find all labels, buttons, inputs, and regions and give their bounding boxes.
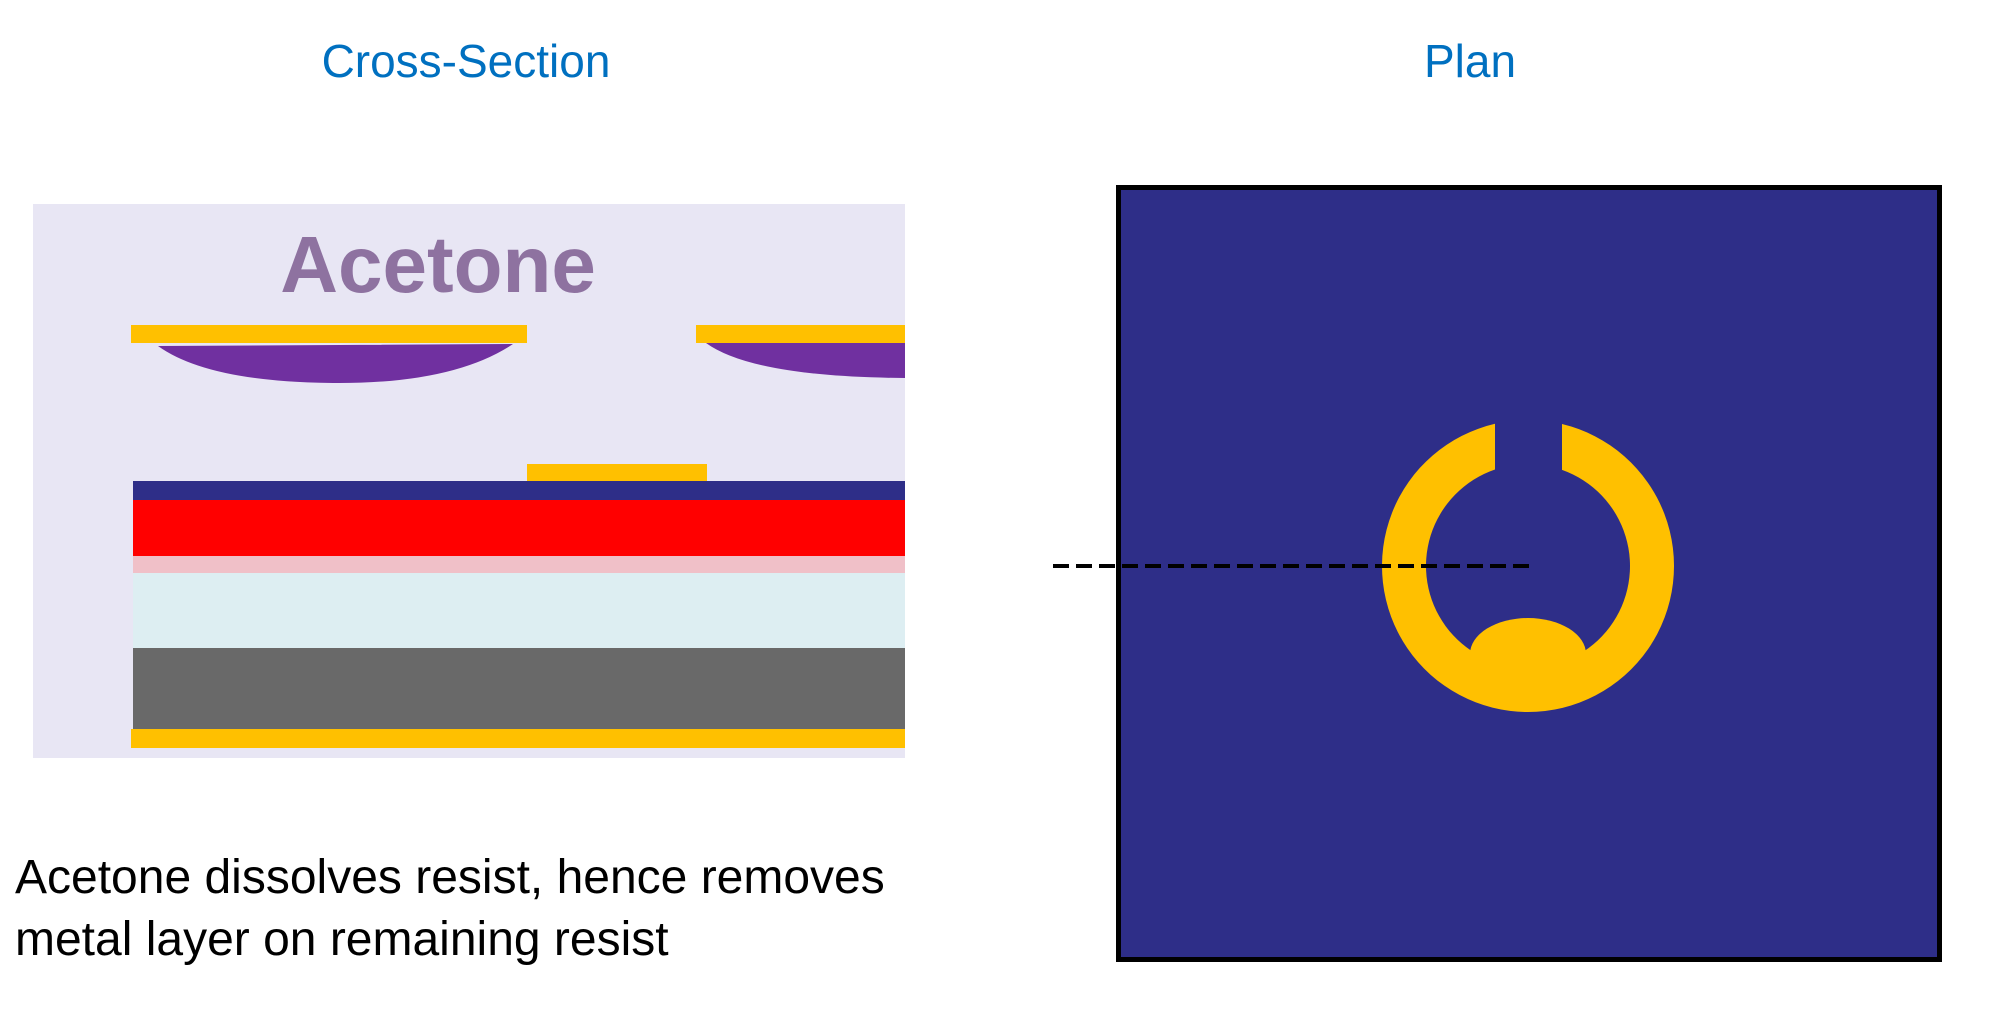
caption: Acetone dissolves resist, hence removes … (15, 847, 885, 971)
plan-chip-outline (1116, 185, 1942, 962)
resist-lens-right (706, 343, 905, 378)
layer-light-cyan (133, 573, 905, 648)
layer-passivation (133, 481, 905, 500)
ring-electrode (1381, 423, 1674, 712)
layer-substrate (133, 648, 905, 729)
cross-section-title: Cross-Section (321, 35, 611, 87)
remaining-metal-pad (527, 464, 707, 483)
caption-line-2: metal layer on remaining resist (15, 913, 669, 966)
acetone-label: Acetone (280, 220, 596, 309)
ring-contact-blob (1470, 618, 1586, 690)
resist-lens-left (158, 344, 513, 384)
caption-line-1: Acetone dissolves resist, hence removes (15, 851, 885, 904)
plan-title: Plan (1423, 35, 1517, 87)
layer-red (133, 500, 905, 556)
lifted-metal-left (131, 325, 527, 343)
layer-pink (133, 556, 905, 573)
lifted-metal-right (696, 325, 905, 343)
layer-back-metal (131, 729, 905, 748)
resist-shapes (158, 343, 905, 384)
cross-section-panel (33, 204, 905, 758)
